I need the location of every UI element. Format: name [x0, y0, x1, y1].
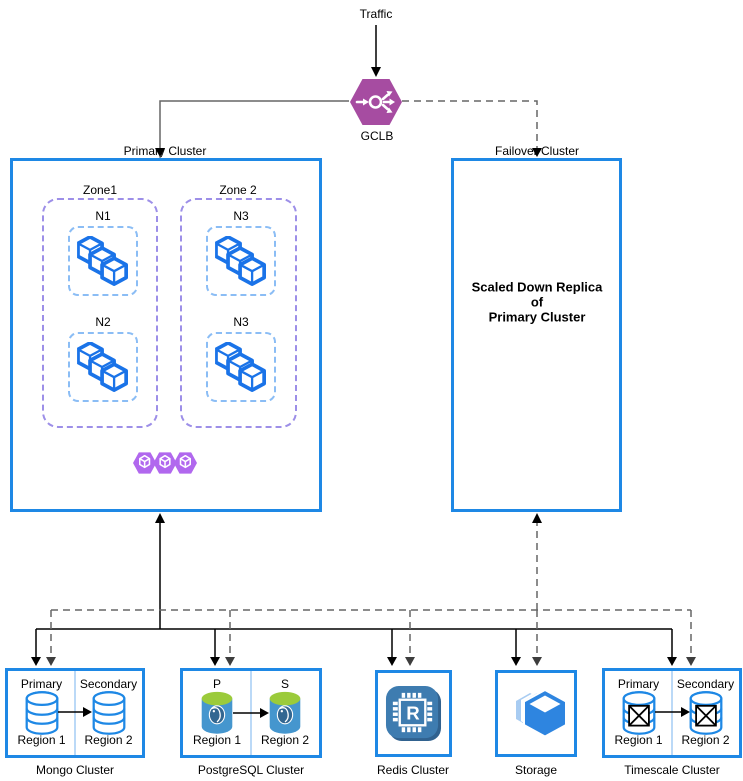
workload-cubes-icon	[77, 342, 129, 392]
arrows-to-postgres	[210, 610, 235, 666]
timescale-crossed-database-icon	[688, 690, 724, 736]
zone2-box	[180, 198, 297, 428]
postgres-cluster-box: P S Region 1 Region 2	[180, 668, 322, 758]
timescale-right-region: Region 2	[681, 733, 730, 747]
node-n3b-label: N3	[233, 315, 249, 329]
traffic-label: Traffic	[359, 7, 393, 21]
workload-cubes-icon	[215, 236, 267, 286]
node-n3a-label: N3	[233, 209, 249, 223]
datastores-to-primary-arrow	[155, 513, 165, 629]
timescale-left-region: Region 1	[614, 733, 663, 747]
node-n3b-box	[206, 332, 276, 402]
mongo-left-region: Region 1	[17, 733, 66, 747]
timescale-cluster-box: Primary Secondary Region 1 Region 2	[602, 668, 742, 758]
traffic-to-gclb-arrow	[371, 25, 381, 77]
failover-cluster-description: Scaled Down Replica of Primary Cluster	[471, 279, 603, 325]
arrow-to-storage	[511, 629, 521, 666]
failover-dashed-vertical	[532, 513, 542, 666]
zone1-label: Zone1	[82, 183, 118, 197]
arrows-to-timescale	[667, 610, 696, 666]
node-n2-label: N2	[95, 315, 111, 329]
postgres-left-role: P	[212, 677, 222, 691]
timescale-crossed-database-icon	[621, 690, 657, 736]
mongo-right-role: Secondary	[79, 677, 138, 691]
mongo-divider	[74, 671, 76, 755]
redis-memorystore-icon	[385, 685, 442, 742]
redis-cluster-box	[375, 670, 452, 757]
timescale-left-role: Primary	[617, 677, 660, 691]
workload-cubes-icon	[215, 342, 267, 392]
mongo-right-region: Region 2	[84, 733, 133, 747]
postgres-right-role: S	[280, 677, 290, 691]
arrows-to-mongo	[31, 610, 56, 666]
mongo-cluster-label: Mongo Cluster	[35, 763, 115, 777]
storage-box	[495, 670, 577, 757]
node-n3a-box	[206, 226, 276, 296]
node-n1-box	[68, 226, 138, 296]
arrows-to-redis	[387, 610, 415, 666]
primary-cluster-label: Primary Cluster	[123, 144, 207, 158]
postgres-database-icon	[199, 690, 235, 736]
gclb-label: GCLB	[360, 129, 394, 143]
mongo-database-icon	[91, 690, 127, 736]
zone2-label: Zone 2	[219, 183, 257, 197]
workload-cubes-icon	[77, 236, 129, 286]
postgres-right-region: Region 2	[260, 733, 310, 747]
node-n1-label: N1	[95, 209, 111, 223]
storage-cubes-icon	[504, 687, 568, 741]
node-n2-box	[68, 332, 138, 402]
storage-label: Storage	[514, 763, 558, 777]
postgres-left-region: Region 1	[192, 733, 242, 747]
redis-cluster-label: Redis Cluster	[376, 763, 450, 777]
postgres-cluster-label: PostgreSQL Cluster	[197, 763, 305, 777]
timescale-cluster-label: Timescale Cluster	[624, 763, 720, 777]
mongo-left-role: Primary	[20, 677, 63, 691]
failover-cluster-box	[451, 158, 622, 512]
mongo-cluster-box: Primary Secondary Region 1 Region 2	[5, 668, 145, 758]
timescale-divider	[671, 671, 673, 755]
failover-cluster-label: Failover Cluster	[494, 144, 580, 158]
gclb-load-balancer-icon	[350, 79, 402, 125]
postgres-divider	[250, 671, 252, 755]
postgres-database-icon	[267, 690, 303, 736]
mongo-database-icon	[24, 690, 60, 736]
pods-hexagons-icon	[133, 447, 197, 479]
zone1-box	[42, 198, 158, 428]
timescale-right-role: Secondary	[676, 677, 735, 691]
